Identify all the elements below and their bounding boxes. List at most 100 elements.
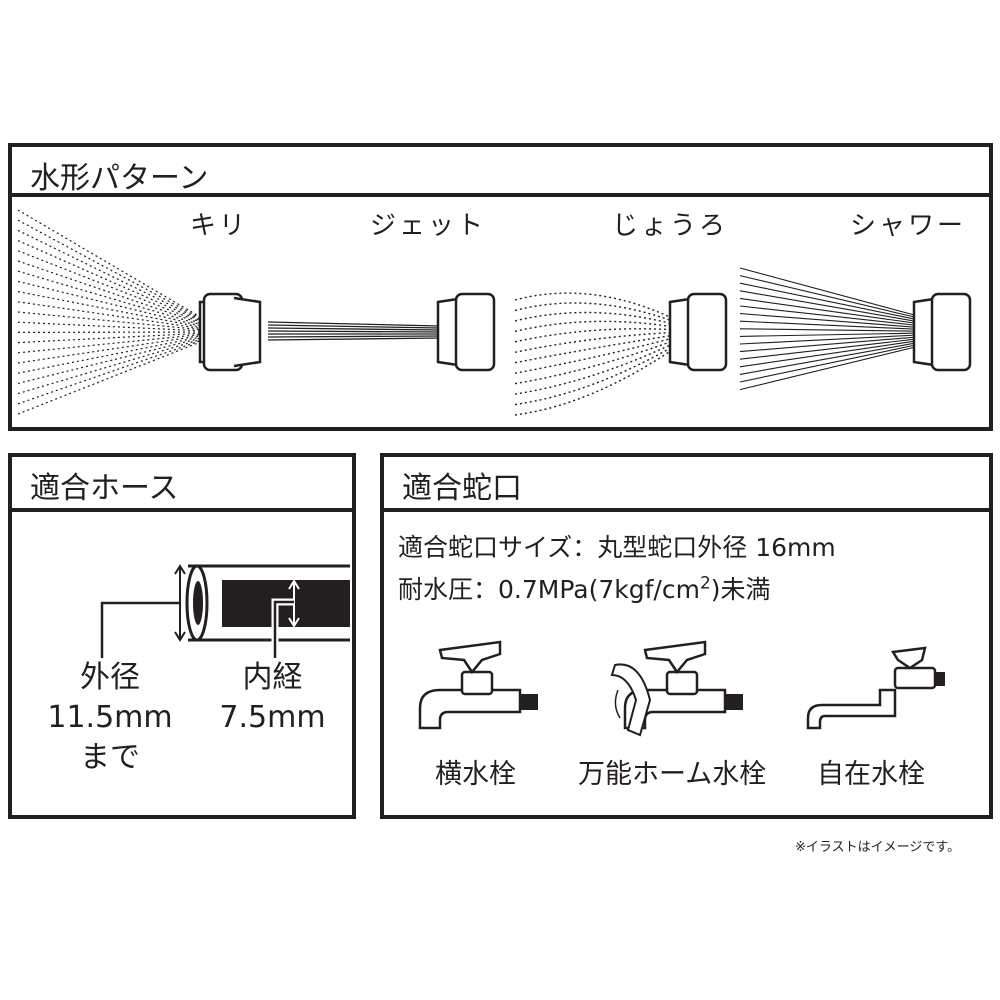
jet-stream-line — [267, 321, 441, 327]
jet-stream-line — [267, 335, 441, 338]
pattern-label-jet: ジェット — [370, 211, 487, 241]
mist-spray-line — [17, 219, 206, 322]
universal-faucet-valve — [665, 670, 699, 696]
faucet-size-spec: 適合蛇口サイズ：丸型蛇口外径 16mm — [398, 533, 836, 562]
mist-spray-line — [17, 338, 206, 405]
outer-diameter-heading: 外径 — [80, 660, 140, 695]
jet-stream-line — [267, 327, 441, 331]
outer-leader-line — [100, 601, 180, 658]
illustration-note: ※イラストはイメージです。 — [795, 840, 961, 855]
watering-can-nozzle-body — [686, 292, 728, 372]
mist-spray-line — [17, 339, 206, 415]
horizontal-faucet-spout — [418, 688, 522, 730]
faucet-title: 適合蛇口 — [402, 471, 522, 506]
mist-spray-line — [17, 337, 206, 395]
pattern-label-watering-can: じょうろ — [612, 211, 729, 241]
jet-stream-line — [267, 337, 441, 341]
free-faucet-wall-fitting — [935, 672, 945, 686]
mist-spray-line — [17, 311, 206, 331]
mist-spray-line — [17, 240, 206, 324]
universal-faucet-swivel-spout — [610, 663, 652, 737]
spray-pattern-title: 水形パターン — [30, 161, 209, 196]
inner-diameter-value: 7.5mm — [219, 700, 326, 735]
mist-nozzle-ring — [233, 296, 262, 368]
watering-can-spray-line — [514, 337, 673, 374]
faucet-header: 適合蛇口 — [384, 457, 989, 512]
hose-title: 適合ホース — [30, 471, 179, 506]
spray-pattern-panel: 水形パターン — [8, 143, 993, 431]
jet-nozzle-body — [454, 292, 496, 372]
shower-spray-line — [739, 342, 919, 375]
outer-diameter-suffix: まで — [80, 740, 140, 775]
faucet-label-universal: 万能ホーム水栓 — [578, 759, 767, 790]
shower-spray-line — [739, 332, 919, 337]
pressure-spec-sup: 2 — [699, 573, 711, 594]
horizontal-faucet-valve — [460, 670, 494, 696]
shower-spray-line — [739, 343, 919, 383]
mist-spray-line — [17, 280, 206, 328]
shower-spray-line — [739, 338, 919, 360]
mist-spray-line — [17, 209, 206, 321]
shower-spray-line — [739, 334, 919, 345]
faucet-label-free: 自在水栓 — [817, 759, 925, 790]
inner-leader-line — [273, 600, 294, 658]
watering-can-spray-line — [514, 302, 673, 322]
shower-spray-line — [739, 340, 919, 368]
faucet-label-horizontal: 横水栓 — [435, 759, 516, 790]
spray-pattern-header: 水形パターン — [12, 147, 989, 197]
watering-can-spray-line — [514, 320, 673, 333]
watering-can-spray-line — [514, 343, 673, 395]
free-faucet-handle — [890, 646, 927, 670]
universal-faucet-handle — [643, 640, 707, 675]
watering-can-spray-line — [514, 331, 673, 353]
inner-diameter-label: 内経 7.5mm — [200, 658, 345, 738]
mist-spray-line — [17, 333, 206, 354]
pressure-spec-text: 耐水圧：0.7MPa(7kgf/cm — [398, 575, 700, 604]
hose-panel: 適合ホース — [8, 453, 356, 819]
watering-can-spray-line — [514, 292, 673, 319]
watering-can-spray-line — [514, 334, 673, 364]
shower-spray-line — [739, 336, 919, 353]
mist-spray-line — [17, 301, 206, 330]
watering-can-spray-line — [514, 346, 673, 406]
mist-spray-line — [17, 291, 206, 329]
universal-faucet-wall-fitting — [725, 694, 743, 710]
watering-can-spray-line — [514, 311, 673, 325]
shower-spray-line — [739, 320, 919, 330]
pressure-spec: 耐水圧：0.7MPa(7kgf/cm2)未満 — [398, 570, 771, 606]
mist-spray-line — [17, 335, 206, 374]
hose-header: 適合ホース — [12, 457, 352, 512]
mist-spray-line — [17, 321, 206, 332]
mist-spray-line — [17, 334, 206, 364]
faucet-panel: 適合蛇口 — [380, 453, 993, 819]
shower-nozzle-body — [930, 292, 972, 372]
horizontal-faucet-wall-fitting — [520, 694, 538, 710]
shower-spray-line — [739, 282, 919, 321]
mist-spray-line — [17, 250, 206, 325]
pattern-label-mist: キリ — [190, 211, 249, 241]
shower-spray-line — [739, 267, 919, 317]
mist-spray-line — [17, 229, 206, 323]
shower-spray-line — [739, 305, 919, 327]
shower-spray-line — [739, 297, 919, 325]
shower-spray-line — [739, 328, 919, 332]
watering-can-spray-line — [514, 340, 673, 385]
pattern-label-shower: シャワー — [850, 211, 967, 241]
rotate-arrow-icon — [614, 689, 621, 719]
outer-arrow-heads — [174, 564, 186, 642]
inner-arrow-heads — [288, 579, 300, 628]
mist-spray-line — [17, 270, 206, 327]
mist-spray-line — [17, 332, 206, 344]
free-faucet-spout — [806, 688, 897, 730]
jet-stream-line — [267, 330, 441, 333]
hose-end-inner — [193, 581, 203, 625]
shower-spray-line — [739, 290, 919, 323]
inner-diameter-heading: 内経 — [242, 660, 303, 695]
shower-spray-line — [739, 313, 919, 328]
shower-spray-line — [739, 275, 919, 319]
jet-stream-line — [267, 324, 441, 329]
mist-spray-line — [17, 336, 206, 384]
pressure-spec-suffix: )未満 — [710, 575, 771, 604]
horizontal-faucet-handle — [438, 640, 502, 675]
